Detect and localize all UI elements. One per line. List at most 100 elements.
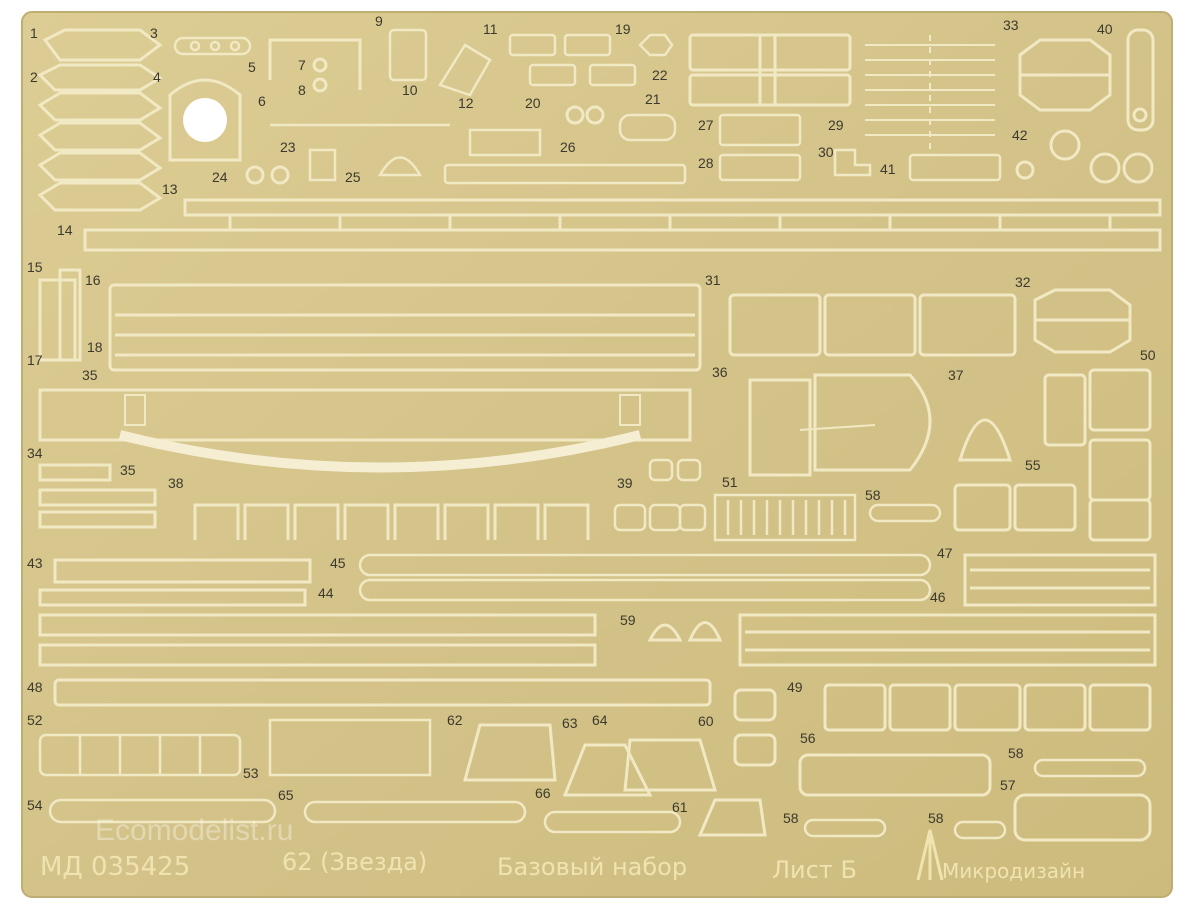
label-25: 25: [345, 169, 361, 185]
label-26: 26: [560, 139, 576, 155]
parts-49: [823, 683, 1152, 732]
label-64: 64: [592, 712, 608, 728]
brass-sheet: [21, 11, 1173, 898]
label-41: 41: [880, 161, 896, 177]
part-37: [957, 418, 1013, 462]
part-strip-48: [53, 678, 712, 707]
parts-15-18: [38, 268, 82, 362]
label-8: 8: [298, 82, 306, 98]
label-24: 24: [212, 169, 228, 185]
part-numbers: 1 2 3 4 5 6 7 8 9 10 11 12 13 14 15 16 1…: [27, 13, 1156, 826]
label-59: 59: [620, 612, 636, 628]
label-60: 60: [698, 713, 714, 729]
parts-top-left: [37, 28, 163, 212]
label-58a: 58: [865, 487, 881, 503]
parts-55: [953, 483, 1077, 532]
label-31: 31: [705, 272, 721, 288]
part-chain-45: [358, 553, 932, 602]
label-46: 46: [930, 589, 946, 605]
kit-title: 62 (Звезда): [282, 848, 427, 876]
label-28: 28: [698, 155, 714, 171]
part-36: [748, 373, 932, 477]
parts-56: [798, 753, 992, 797]
part-rails-16: [108, 283, 702, 372]
label-32: 32: [1015, 274, 1031, 290]
parts-mid-top: [270, 113, 1002, 185]
label-49: 49: [787, 679, 803, 695]
watermark: Ecomodelist.ru: [95, 814, 293, 847]
label-43: 43: [27, 555, 43, 571]
brand-logo: [916, 829, 944, 881]
label-16: 16: [85, 272, 101, 288]
parts-ladders: [865, 35, 995, 150]
part-curved-35: [38, 388, 692, 473]
label-42: 42: [1012, 127, 1028, 143]
parts-plates-top: [688, 33, 852, 107]
part-rings-54: [48, 798, 277, 824]
label-20: 20: [525, 95, 541, 111]
label-35b: 35: [120, 462, 136, 478]
part-50: [1043, 368, 1152, 542]
label-54: 54: [27, 797, 43, 813]
label-38: 38: [168, 475, 184, 491]
label-17: 17: [27, 352, 43, 368]
parts-9-12: [388, 28, 492, 97]
label-11: 11: [483, 21, 498, 37]
parts-62-64: [463, 723, 718, 797]
parts-34: [38, 463, 157, 529]
label-51: 51: [722, 474, 738, 490]
label-4: 4: [153, 69, 161, 85]
label-14: 14: [57, 222, 73, 238]
label-35a: 35: [82, 367, 98, 383]
label-52: 52: [27, 712, 43, 728]
part-bracket-5: [268, 38, 362, 93]
label-3: 3: [150, 25, 158, 41]
part-comb-51: [713, 493, 857, 542]
parts-39: [613, 458, 707, 532]
part-rings-65: [303, 800, 527, 824]
label-48: 48: [27, 679, 43, 695]
label-58b: 58: [1008, 745, 1024, 761]
label-40: 40: [1097, 21, 1113, 37]
label-5: 5: [248, 59, 256, 75]
part-oval-33: [1018, 38, 1112, 112]
label-33: 33: [1003, 17, 1019, 33]
part-61: [697, 798, 767, 837]
label-19: 19: [615, 21, 631, 37]
label-18: 18: [87, 339, 103, 355]
brand-name: Микродизайн: [942, 859, 1085, 883]
label-56: 56: [800, 730, 816, 746]
parts-boxes-31: [728, 293, 1017, 357]
part-40: [1126, 28, 1155, 132]
label-36: 36: [712, 364, 728, 380]
label-61: 61: [672, 799, 688, 815]
label-15: 15: [27, 259, 43, 275]
parts-rails-46-47: [738, 553, 1157, 667]
label-27: 27: [698, 117, 714, 133]
label-44: 44: [318, 585, 334, 601]
label-66: 66: [535, 785, 551, 801]
label-37: 37: [948, 367, 964, 383]
label-7: 7: [298, 57, 306, 73]
label-1: 1: [30, 25, 38, 41]
label-47: 47: [937, 545, 953, 561]
part-59: [647, 621, 723, 642]
part-hatch: [168, 78, 242, 162]
parts-rails-43-44: [38, 558, 597, 667]
label-23: 23: [280, 139, 296, 155]
label-12: 12: [458, 95, 474, 111]
label-29: 29: [828, 117, 844, 133]
label-62: 62: [447, 712, 463, 728]
label-58c: 58: [783, 810, 799, 826]
parts-11-22: [508, 33, 674, 87]
sheet-label: Лист Б: [772, 856, 857, 884]
label-22: 22: [652, 67, 668, 83]
part-long-bar-14: [83, 198, 1162, 252]
label-45: 45: [330, 555, 346, 571]
label-13: 13: [162, 181, 178, 197]
label-2: 2: [30, 69, 38, 85]
parts-58-chain: [803, 503, 1147, 840]
parts-washers: [245, 105, 1154, 185]
part-32: [1033, 288, 1132, 354]
